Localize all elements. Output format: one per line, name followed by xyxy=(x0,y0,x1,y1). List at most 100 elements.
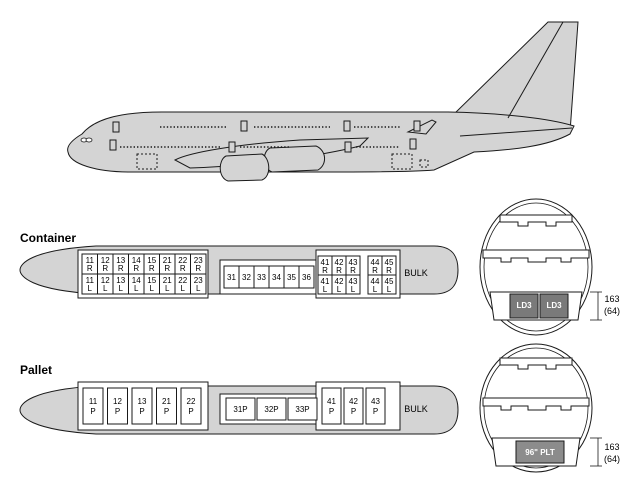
pallet-position-12p xyxy=(107,387,128,425)
container-position-label: 11 xyxy=(86,256,95,265)
container-side-label: L xyxy=(323,285,328,294)
container-position-label: 14 xyxy=(132,276,141,285)
pallet-section-label: Pallet xyxy=(20,363,53,377)
pallet-position-32p xyxy=(256,397,287,421)
container-height-mm: 163 xyxy=(604,294,619,304)
container-position-label: 43 xyxy=(349,277,358,286)
pallet-position-31p xyxy=(225,397,256,421)
container-fwd-positions: 11R11L12R12L13R13L14R14L15R15L21R21L22R2… xyxy=(81,253,207,295)
pallet-upper-floor xyxy=(499,357,573,370)
container-cross-section: LD3 LD3 163 (64) xyxy=(479,198,620,336)
pallet-position-label: 11 xyxy=(89,397,98,406)
container-position-label: 44 xyxy=(371,277,380,286)
container-position-label: 14 xyxy=(132,256,141,265)
pallet-side-label: P xyxy=(329,407,334,416)
container-position-label: 23 xyxy=(194,276,203,285)
container-position-label: 36 xyxy=(302,273,311,282)
container-section-label: Container xyxy=(20,231,77,245)
pallet-height-dimension xyxy=(590,437,602,467)
container-position-label: 44 xyxy=(371,258,380,267)
engine-inboard xyxy=(263,145,325,173)
pallet-side-label: P xyxy=(90,407,95,416)
pallet-position-33p xyxy=(287,397,318,421)
ld3-left-label: LD3 xyxy=(516,301,532,310)
container-position-label: 32 xyxy=(242,273,251,282)
container-side-label: R xyxy=(386,266,392,275)
container-position-label: 42 xyxy=(335,277,344,286)
container-position-label: 21 xyxy=(163,276,172,285)
pallet-position-label: 21 xyxy=(162,397,171,406)
container-position-label: 23 xyxy=(194,256,203,265)
container-side-label: L xyxy=(134,284,139,293)
pallet-position-label: 33P xyxy=(295,405,309,414)
container-position-45-l xyxy=(381,274,397,295)
container-position-label: 21 xyxy=(163,256,172,265)
container-side-label: R xyxy=(102,264,108,273)
container-side-label: R xyxy=(372,266,378,275)
container-side-label: L xyxy=(165,284,170,293)
container-side-label: L xyxy=(103,284,108,293)
pallet-position-13p xyxy=(131,387,153,425)
container-position-label: 12 xyxy=(101,276,110,285)
container-side-label: L xyxy=(373,285,378,294)
container-side-label: R xyxy=(322,266,328,275)
container-position-label: 41 xyxy=(321,258,330,267)
container-position-label: 31 xyxy=(227,273,236,282)
container-position-label: 15 xyxy=(147,256,156,265)
container-position-label: 13 xyxy=(116,256,125,265)
pallet-height-mm: 163 xyxy=(604,442,619,452)
pallet-height-in: (64) xyxy=(604,454,620,464)
container-main-floor xyxy=(482,249,590,263)
cockpit-windows xyxy=(80,137,93,143)
container-position-label: 41 xyxy=(321,277,330,286)
pallet-side-label: P xyxy=(373,407,378,416)
pallet-fuselage-inner xyxy=(483,347,589,469)
container-fuselage-inner xyxy=(483,202,589,332)
container-side-label: R xyxy=(350,266,356,275)
pallet-side-label: P xyxy=(164,407,169,416)
container-position-label: 13 xyxy=(116,276,125,285)
pallet-side-label: P xyxy=(188,407,193,416)
container-position-label: 42 xyxy=(335,258,344,267)
pallet-96in xyxy=(515,440,565,464)
container-side-label: L xyxy=(88,284,93,293)
container-bulk-label: BULK xyxy=(404,268,428,278)
pallet-position-label: 22 xyxy=(187,397,196,406)
container-position-23-l xyxy=(190,273,207,295)
container-side-label: R xyxy=(133,264,139,273)
container-height-dimension xyxy=(590,291,602,321)
container-position-label: 22 xyxy=(178,256,187,265)
cargo-doors xyxy=(136,153,429,170)
container-position-label: 15 xyxy=(147,276,156,285)
container-side-label: L xyxy=(351,285,356,294)
container-side-label: R xyxy=(164,264,170,273)
pallet-side-label: P xyxy=(351,407,356,416)
pallet-main-floor xyxy=(482,397,590,411)
container-position-label: 33 xyxy=(257,273,266,282)
container-side-label: L xyxy=(196,284,201,293)
rudder-line xyxy=(507,21,564,119)
ld3-container-left xyxy=(509,293,539,319)
container-position-label: 45 xyxy=(385,277,394,286)
pallet-mid-positions: 31P 32P 33P xyxy=(225,397,318,421)
pallet-side-label: P xyxy=(139,407,144,416)
container-side-label: R xyxy=(87,264,93,273)
pallet-cross-section: 96" PLT 163 (64) xyxy=(479,343,620,473)
container-side-label: R xyxy=(195,264,201,273)
container-side-label: L xyxy=(337,285,342,294)
pallet-position-42p xyxy=(343,387,364,425)
pallet-position-label: 31P xyxy=(233,405,247,414)
pallet-position-label: 41 xyxy=(327,397,336,406)
container-upper-floor xyxy=(499,214,573,227)
cheatline xyxy=(459,127,573,137)
pallet-96in-label: 96" PLT xyxy=(525,448,555,457)
pallet-position-label: 32P xyxy=(264,405,278,414)
container-position-label: 11 xyxy=(86,276,95,285)
container-side-label: L xyxy=(387,285,392,294)
passenger-doors xyxy=(109,120,421,153)
pallet-position-label: 13 xyxy=(138,397,147,406)
